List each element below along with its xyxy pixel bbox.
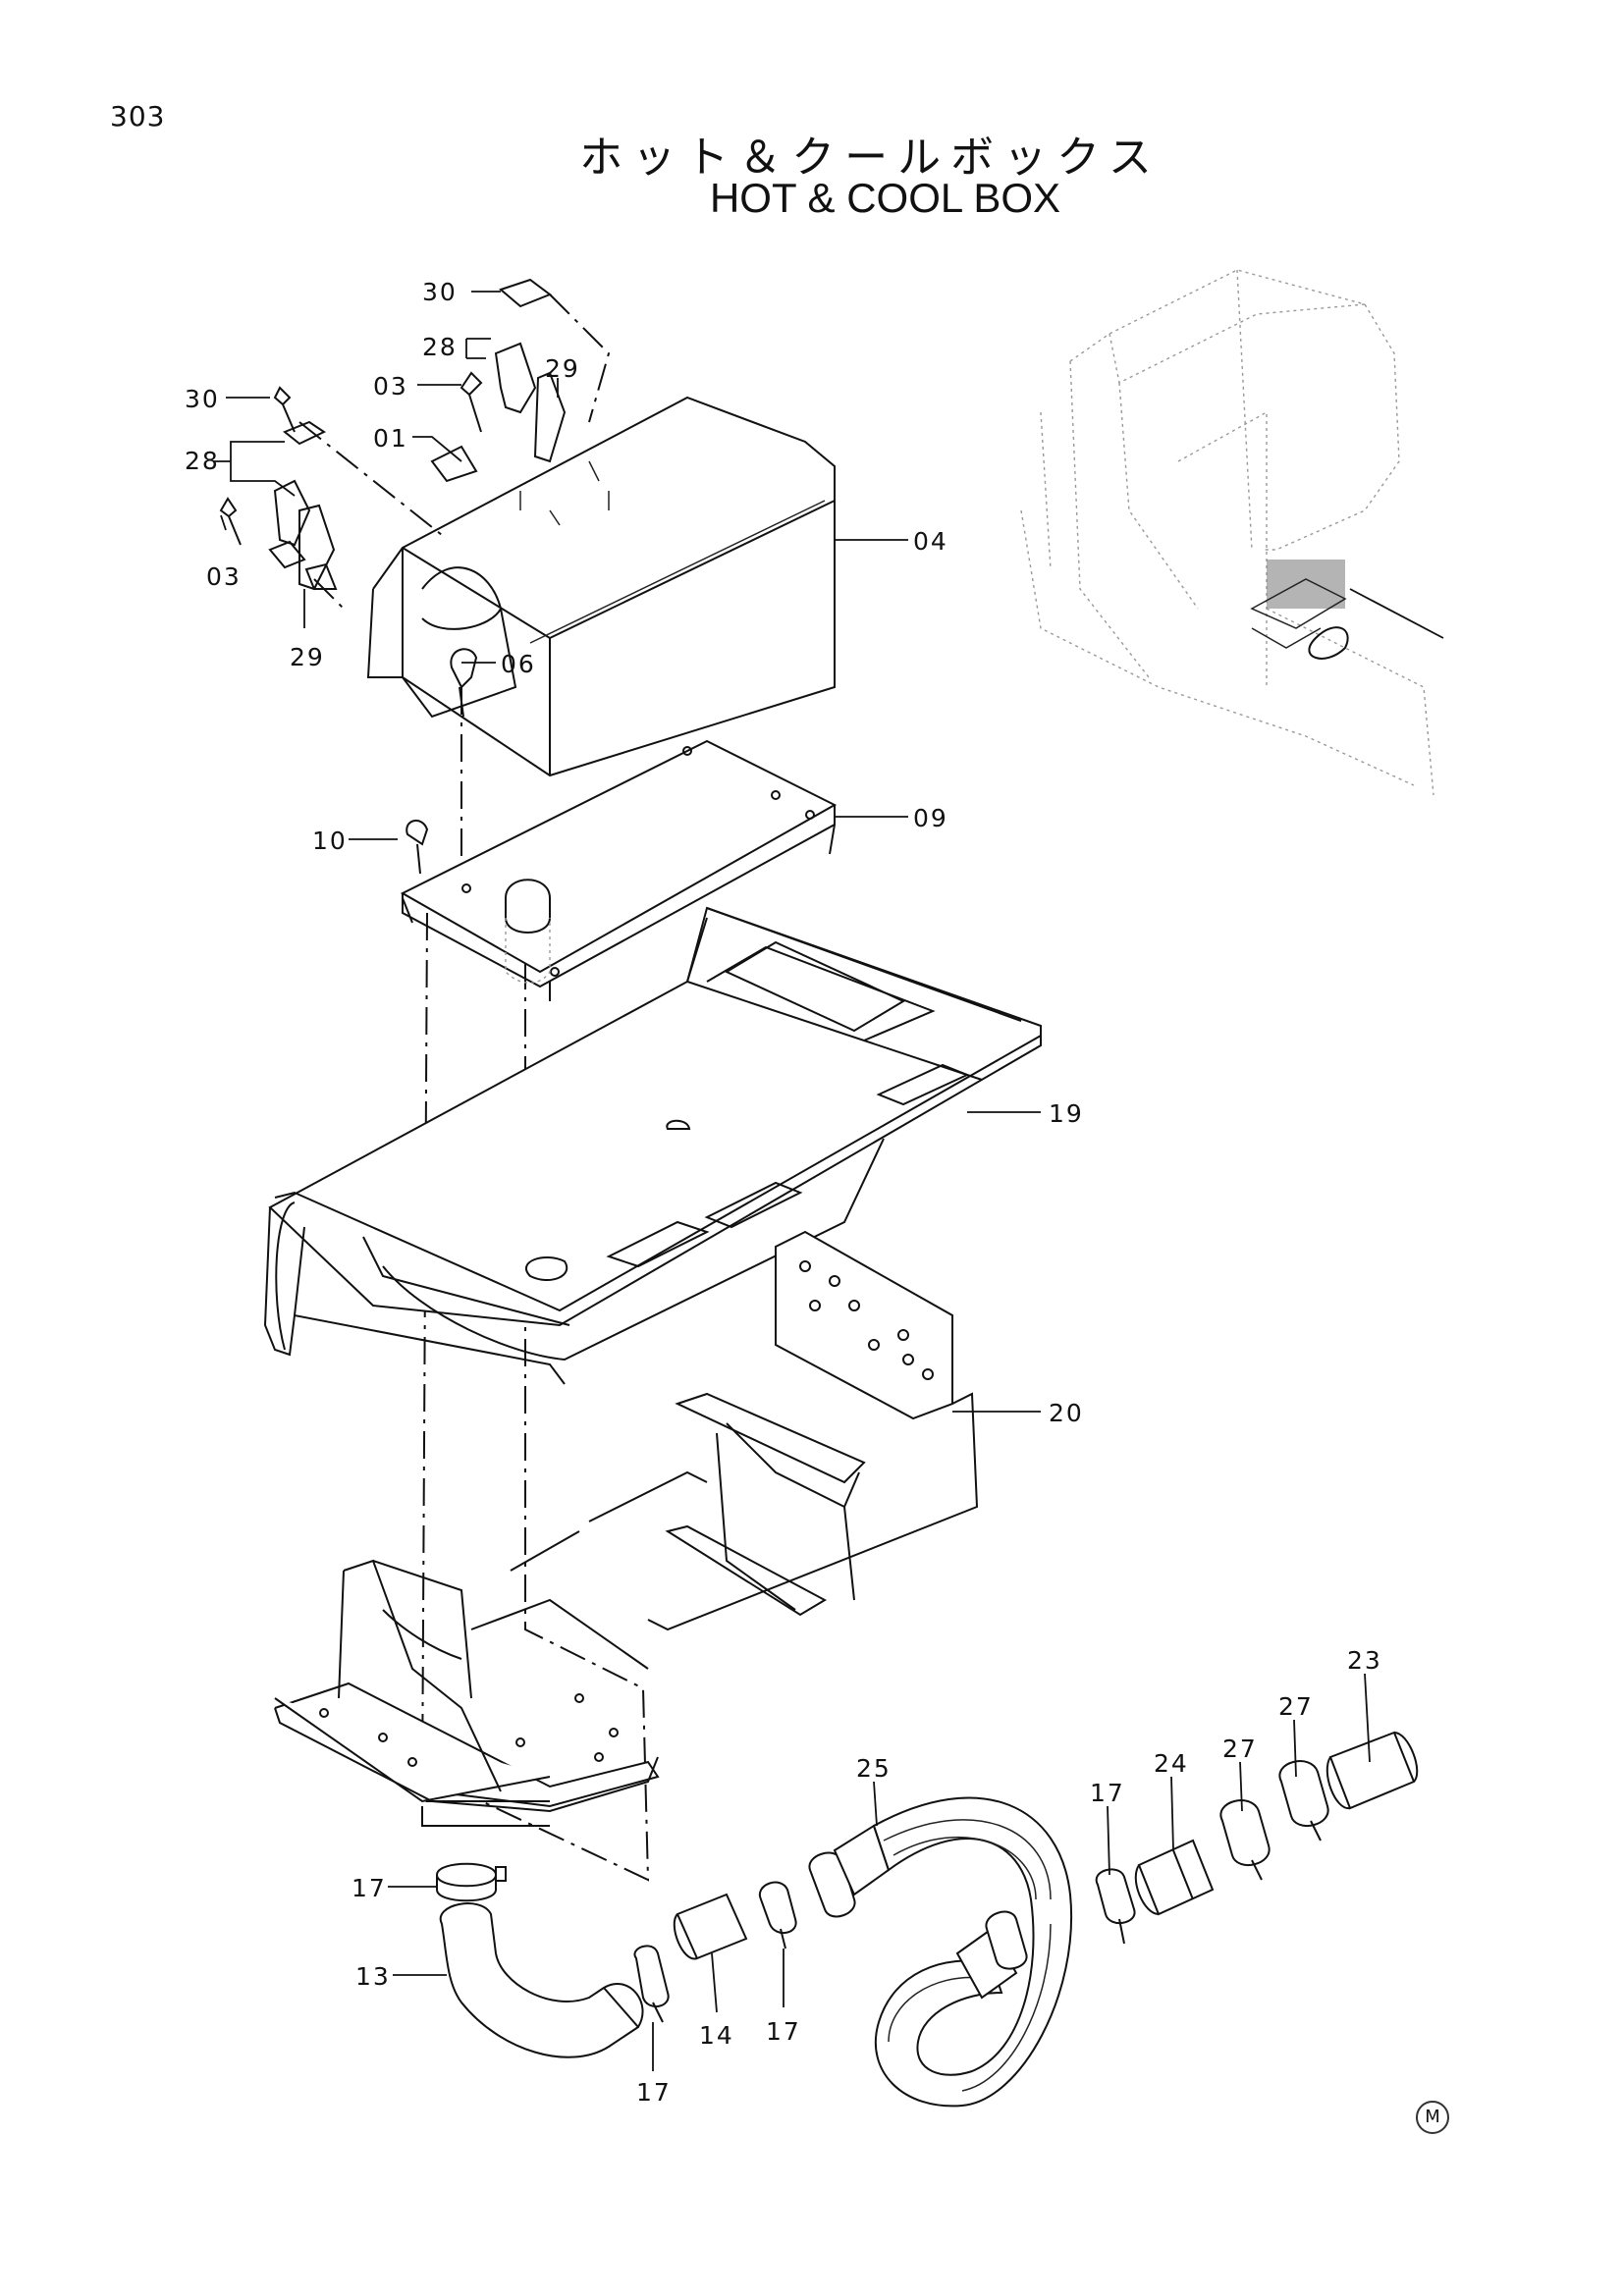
callout-28: 28: [185, 447, 220, 475]
callout-23: 23: [1347, 1646, 1382, 1675]
page-title-english: HOT & COOL BOX: [709, 175, 1061, 221]
callout-17: 17: [636, 2078, 672, 2107]
callout-06: 06: [501, 650, 536, 678]
callout-13: 13: [355, 1962, 391, 1991]
callout-03: 03: [373, 372, 408, 400]
callout-10: 10: [312, 827, 348, 855]
callout-29: 29: [545, 354, 580, 383]
lower-mount-plate: [274, 1559, 660, 1827]
callout-30: 30: [422, 278, 458, 306]
cab-location-inset: [1020, 269, 1444, 796]
callout-19: 19: [1049, 1099, 1084, 1128]
callout-25: 25: [856, 1754, 892, 1783]
callout-09: 09: [913, 804, 948, 832]
callout-14: 14: [699, 2021, 734, 2050]
callout-29: 29: [290, 643, 325, 671]
base-bracket-20: [510, 1230, 979, 1631]
callout-01: 01: [373, 424, 408, 453]
plate-09: [400, 739, 838, 1001]
callout-03: 03: [206, 562, 242, 591]
page-title-japanese: ホット＆クールボックス: [579, 133, 1162, 183]
hinge-parts-upper: [219, 278, 567, 718]
callout-04: 04: [913, 527, 948, 556]
assembly-lines-upper: [298, 294, 650, 1882]
page-number: 303: [110, 100, 166, 133]
leader-lines: [214, 291, 1371, 2071]
duct-parts: [435, 1731, 1419, 2108]
callout-17: 17: [352, 1874, 387, 1902]
callout-20: 20: [1049, 1399, 1084, 1427]
callout-28: 28: [422, 333, 458, 361]
callout-24: 24: [1154, 1749, 1189, 1778]
callout-labels: 30 28 03 29 01 30 28 03 29 04 06 09 10 1…: [185, 278, 1382, 2107]
tray-19: [263, 906, 1042, 1385]
callout-17: 17: [1090, 1779, 1125, 1807]
callout-27: 27: [1222, 1735, 1258, 1763]
callout-27: 27: [1278, 1692, 1314, 1721]
lid-04: [366, 396, 836, 777]
callout-30: 30: [185, 385, 220, 413]
manufacturer-mark: M: [1416, 2101, 1449, 2134]
callout-17: 17: [766, 2017, 801, 2046]
